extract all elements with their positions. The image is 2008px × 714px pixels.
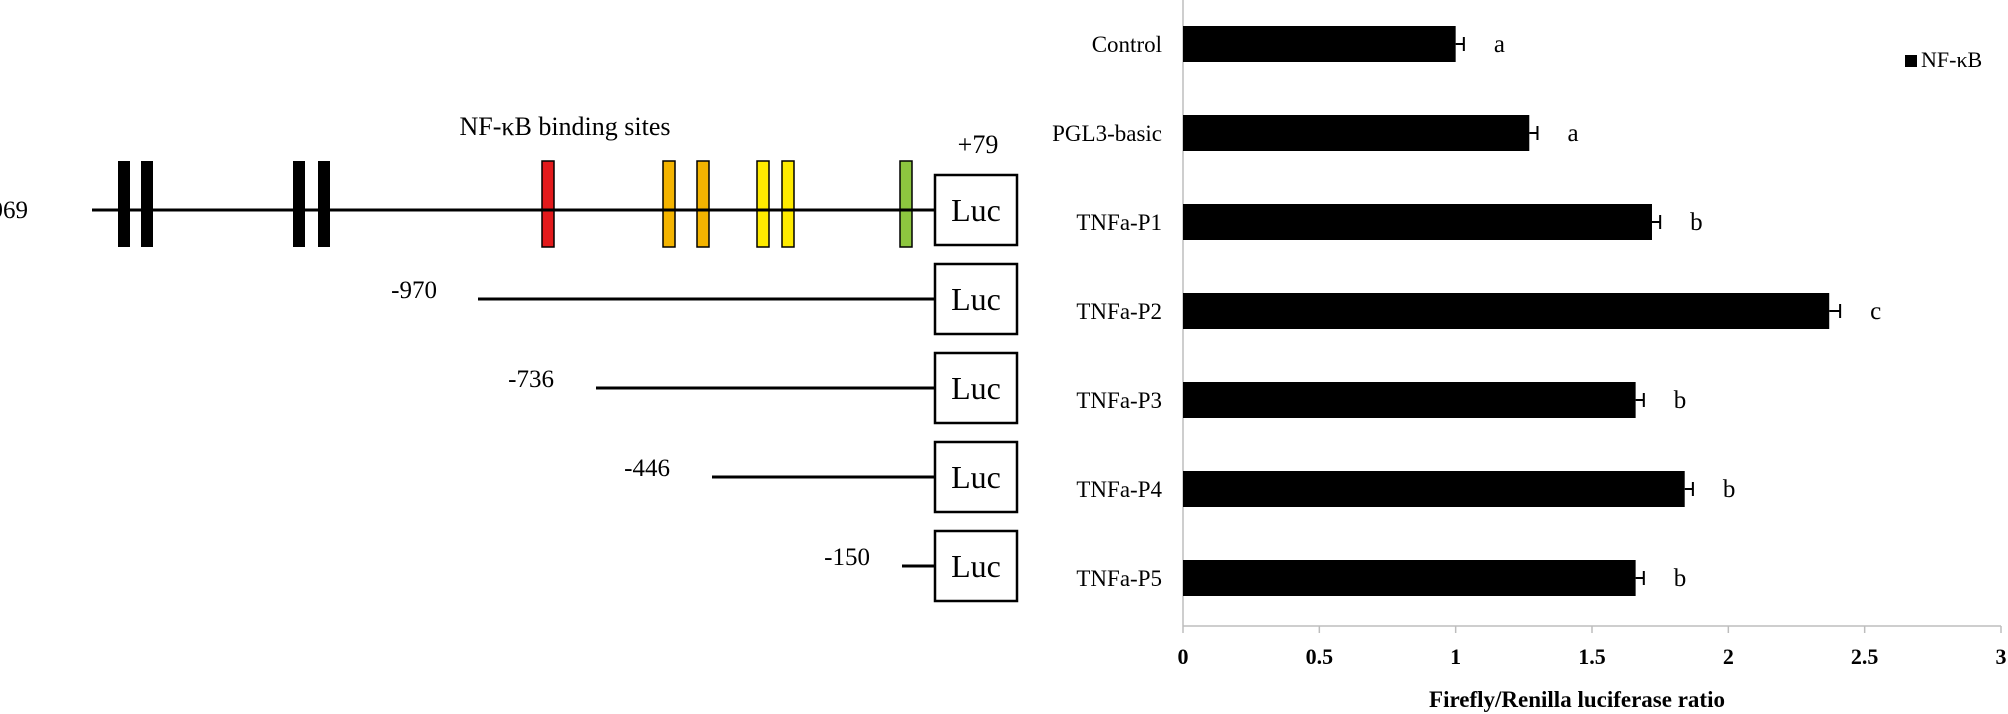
construct-start-label: -150 — [824, 544, 870, 571]
legend-label: NF-κB — [1921, 47, 1982, 72]
x-axis-ticks: 0 0.5 1 1.5 2 2.5 3 — [1178, 626, 2007, 669]
construct-start-label: -446 — [624, 455, 670, 482]
luc-label: Luc — [951, 459, 1001, 495]
binding-site-marker — [662, 160, 676, 248]
significance-label: b — [1674, 387, 1687, 414]
construct-start-label: -970 — [391, 277, 437, 304]
luciferase-bar-chart: Firefly/Renilla luciferase ratio NF-κB 0… — [1052, 0, 2007, 712]
bar — [1183, 471, 1685, 507]
binding-site-marker — [696, 160, 710, 248]
x-tick-label: 0.5 — [1306, 644, 1334, 669]
x-tick-label: 3 — [1996, 644, 2007, 669]
luc-label: Luc — [951, 370, 1001, 406]
bar — [1183, 293, 1830, 329]
binding-site-marker — [541, 160, 555, 248]
luc-label: Luc — [951, 192, 1001, 228]
binding-site-marker — [899, 160, 913, 248]
significance-label: b — [1674, 565, 1687, 592]
category-label: PGL3-basic — [1052, 121, 1162, 146]
category-label: TNFa-P3 — [1076, 388, 1162, 413]
luc-box — [933, 529, 1019, 603]
binding-site-marker — [118, 161, 130, 247]
binding-sites-label: NF-κB binding sites — [459, 112, 670, 141]
significance-label: b — [1723, 476, 1736, 503]
bar — [1183, 26, 1456, 62]
x-tick-label: 2.5 — [1851, 644, 1879, 669]
bar — [1183, 382, 1636, 418]
bar — [1183, 204, 1652, 240]
x-axis-title: Firefly/Renilla luciferase ratio — [1429, 687, 1725, 712]
luc-box — [933, 351, 1019, 425]
legend: NF-κB — [1905, 47, 1982, 72]
binding-site-marker — [293, 161, 305, 247]
promoter-diagram: NF-κB binding sites +79 Luc-1969Luc-970L… — [0, 112, 1019, 603]
x-tick-label: 2 — [1723, 644, 1734, 669]
binding-site-marker — [318, 161, 330, 247]
category-label: TNFa-P4 — [1076, 477, 1162, 502]
significance-label: c — [1870, 298, 1881, 325]
binding-site-marker — [781, 160, 795, 248]
binding-site-marker — [756, 160, 770, 248]
x-tick-label: 0 — [1178, 644, 1189, 669]
significance-label: a — [1567, 120, 1578, 147]
luc-box — [933, 440, 1019, 514]
category-label: Control — [1092, 32, 1162, 57]
category-label: TNFa-P2 — [1076, 299, 1162, 324]
category-label: TNFa-P1 — [1076, 210, 1162, 235]
luc-label: Luc — [951, 281, 1001, 317]
bar — [1183, 115, 1530, 151]
category-label: TNFa-P5 — [1076, 566, 1162, 591]
legend-swatch — [1905, 55, 1917, 67]
bar — [1183, 560, 1636, 596]
luc-box — [933, 262, 1019, 336]
binding-site-markers — [118, 160, 913, 248]
binding-site-marker — [141, 161, 153, 247]
significance-label: a — [1494, 31, 1505, 58]
x-tick-label: 1.5 — [1578, 644, 1606, 669]
significance-label: b — [1690, 209, 1703, 236]
luc-label: Luc — [951, 548, 1001, 584]
luc-box — [933, 173, 1019, 247]
construct-start-label: -1969 — [0, 197, 28, 224]
construct-start-label: -736 — [508, 366, 554, 393]
bars: a a b c b b b — [1183, 26, 1881, 596]
tss-label: +79 — [958, 130, 999, 159]
x-tick-label: 1 — [1450, 644, 1461, 669]
